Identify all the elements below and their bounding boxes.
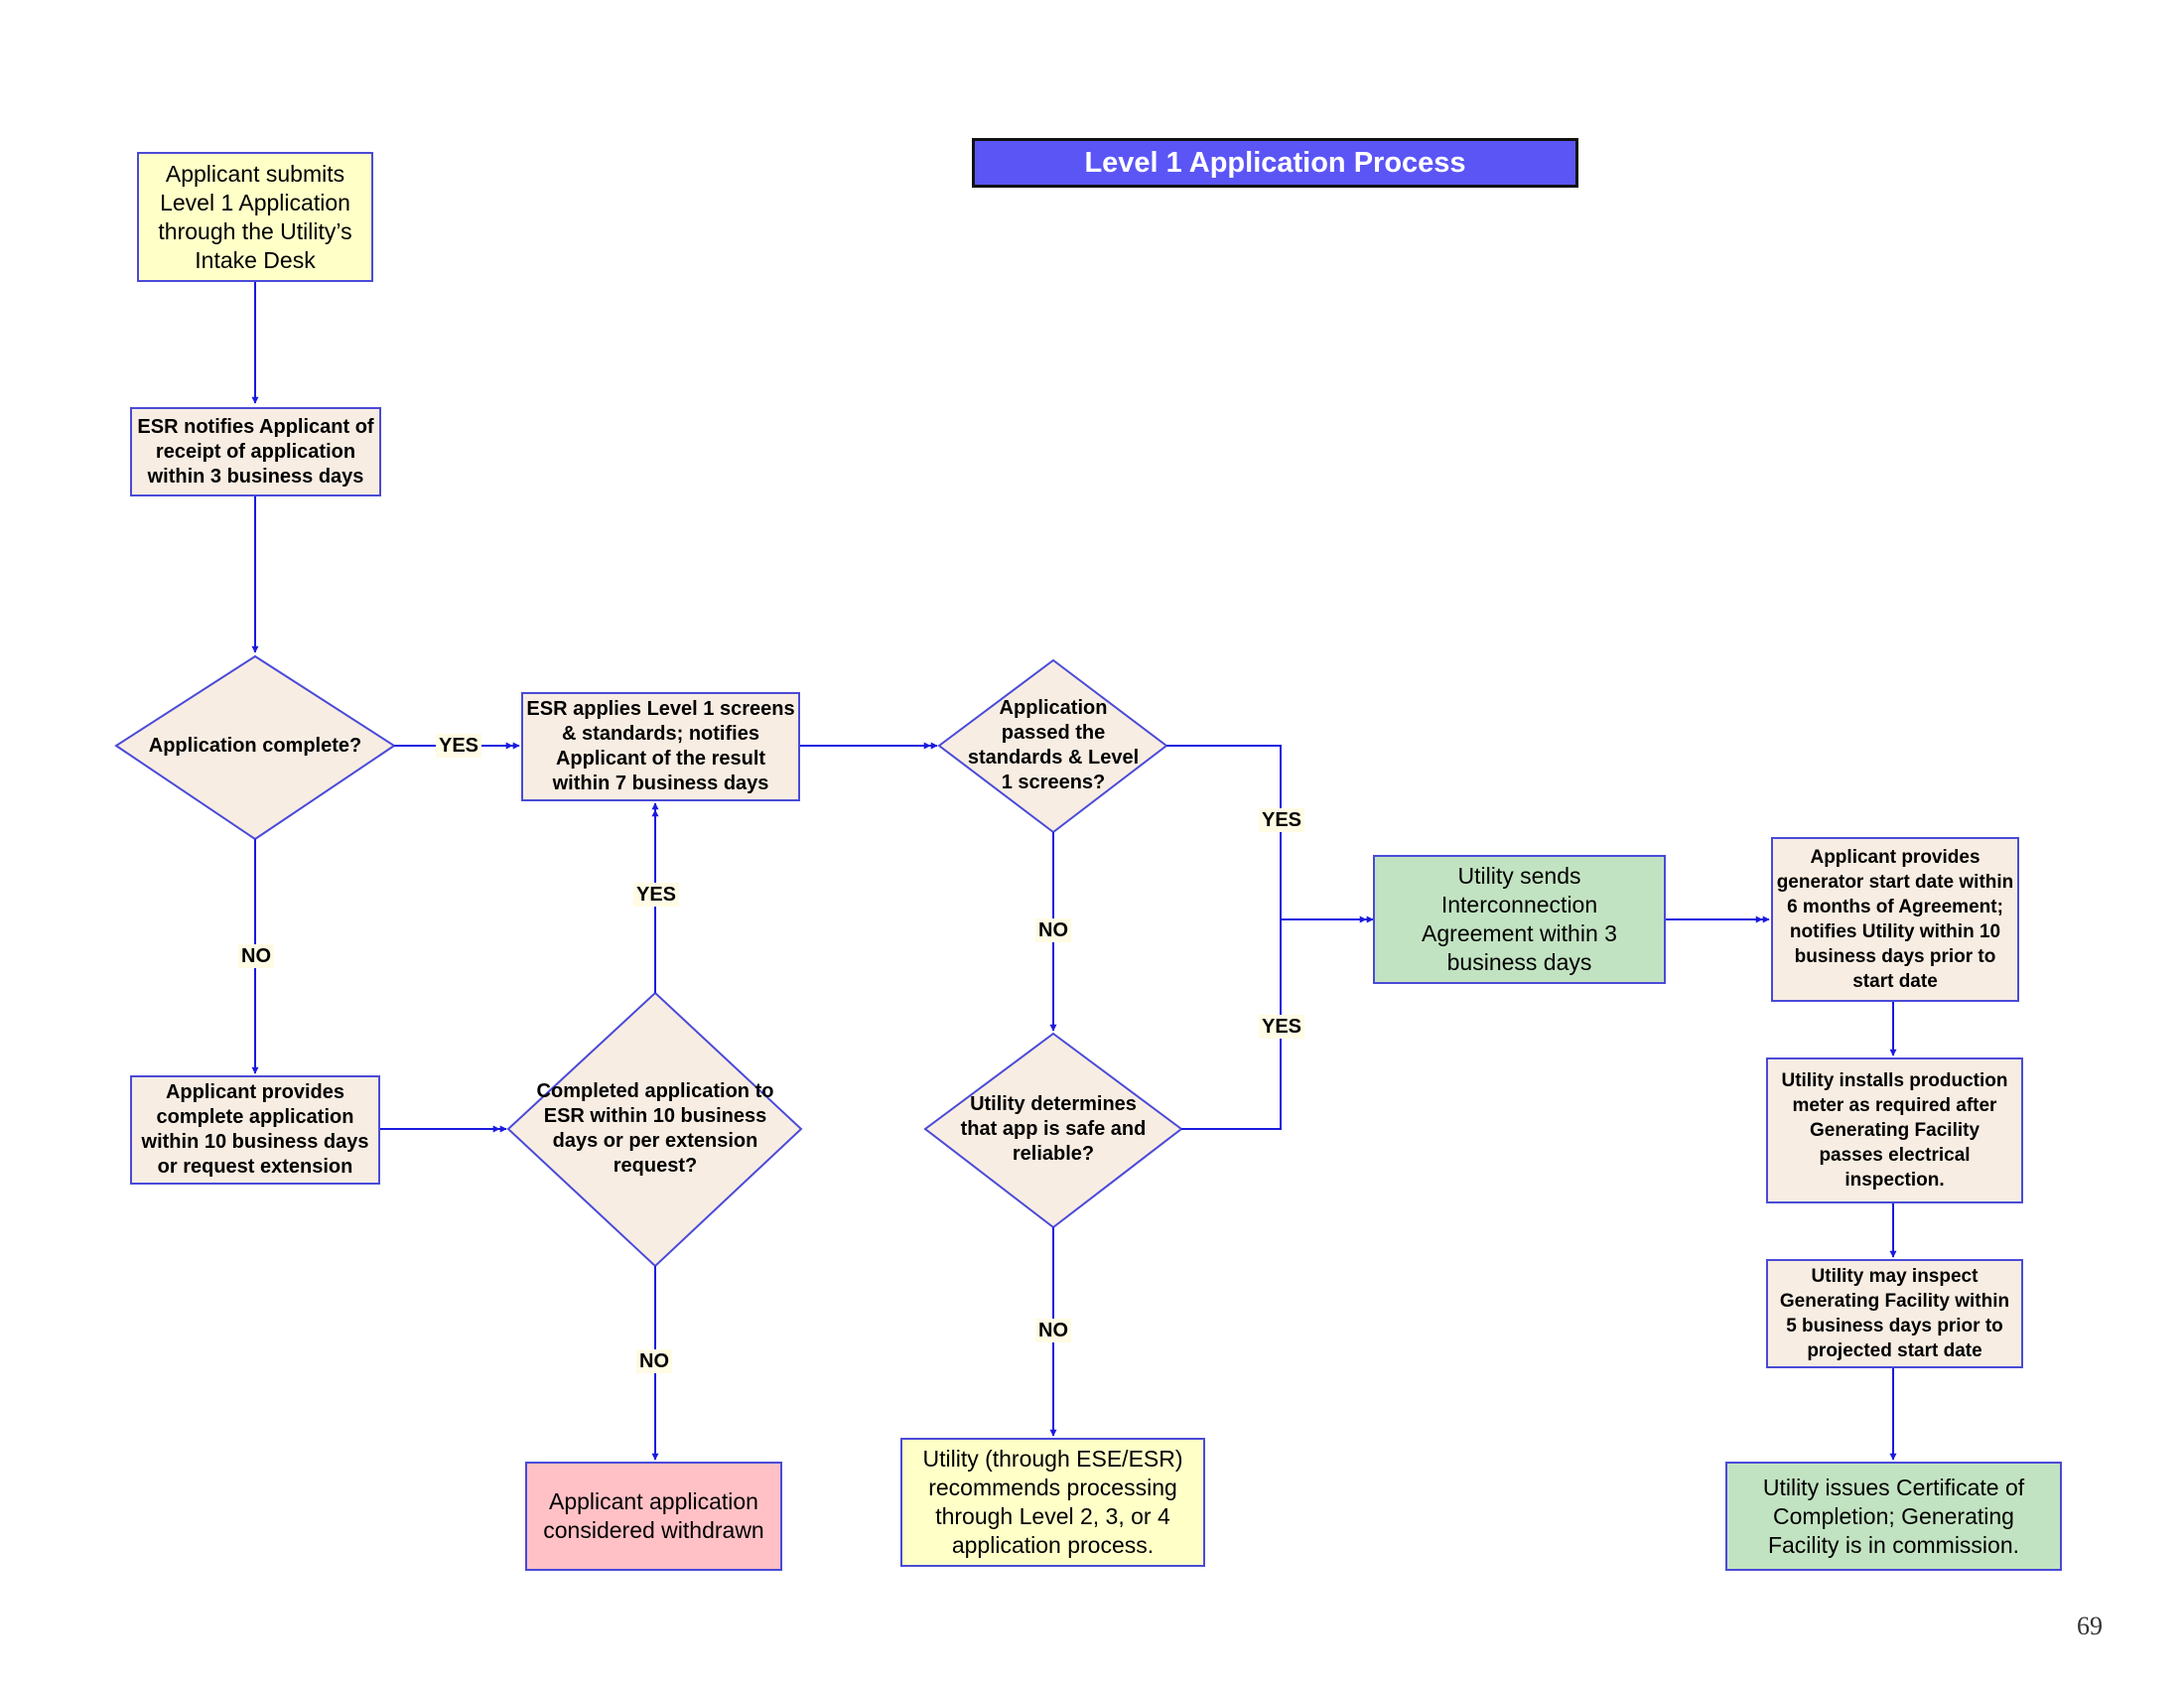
node-application-withdrawn: Applicant application considered withdra… (525, 1462, 782, 1571)
edge-label-completed-yes: YES (633, 883, 680, 907)
node-inspect-facility: Utility may inspect Generating Facility … (1766, 1259, 2023, 1368)
edge-label-completed-no: NO (636, 1349, 672, 1373)
label-passed-screens-question: Application passed the standards & Level… (967, 697, 1140, 793)
edge-label-safe-yes: YES (1259, 1015, 1305, 1039)
node-certificate-of-completion: Utility issues Certificate of Completion… (1725, 1462, 2062, 1571)
label-safe-reliable-question: Utility determines that app is safe and … (960, 1092, 1147, 1165)
node-notify-receipt: ESR notifies Applicant of receipt of app… (130, 407, 381, 496)
edge-label-passed-no: NO (1035, 918, 1071, 942)
node-apply-screens: ESR applies Level 1 screens & standards;… (521, 692, 800, 801)
label-application-complete-question: Application complete? (148, 734, 362, 757)
edge-label-safe-no: NO (1035, 1319, 1071, 1342)
page-title: Level 1 Application Process (972, 138, 1578, 188)
node-recommend-other-level: Utility (through ESE/ESR) recommends pro… (900, 1438, 1205, 1567)
node-interconnection-agreement: Utility sends Interconnection Agreement … (1373, 855, 1666, 984)
edge-label-complete-no: NO (238, 944, 274, 968)
edge-label-passed-yes: YES (1259, 808, 1305, 832)
connector-safe-yes (1181, 919, 1282, 1130)
connector-passed-yes (1166, 745, 1282, 919)
node-provide-complete-application: Applicant provides complete application … (130, 1075, 380, 1185)
node-generator-start-date: Applicant provides generator start date … (1771, 837, 2019, 1002)
label-completed-application-question: Completed application to ESR within 10 b… (536, 1080, 774, 1177)
edge-label-complete-yes: YES (436, 734, 482, 758)
page-number: 69 (2077, 1612, 2103, 1640)
node-install-production-meter: Utility installs production meter as req… (1766, 1057, 2023, 1203)
node-submit-application: Applicant submits Level 1 Application th… (137, 152, 373, 282)
